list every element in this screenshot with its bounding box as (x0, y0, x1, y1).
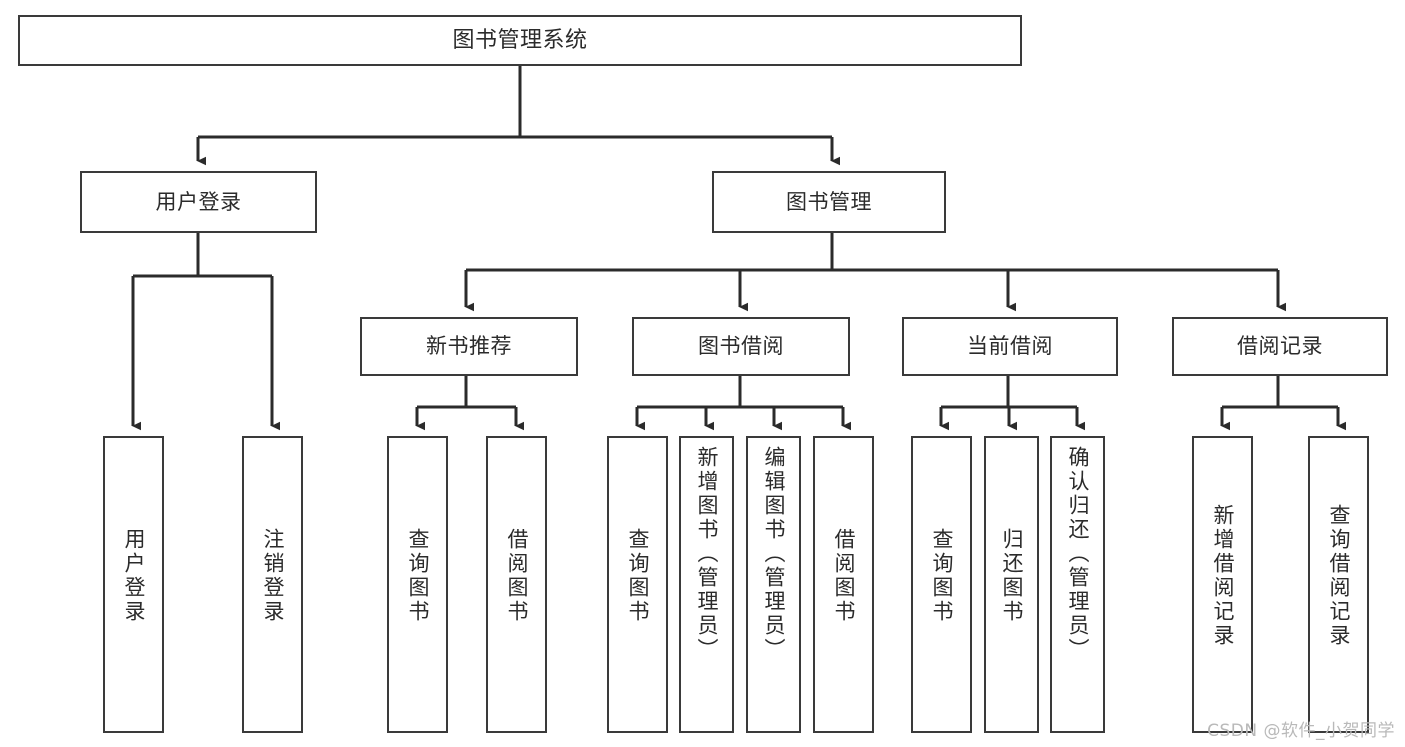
node-label: 用户登录 (122, 528, 147, 624)
leaf-user-login-signin[interactable]: 用户登录 (103, 436, 164, 733)
node-label: 图书借阅 (698, 334, 784, 359)
node-label: 用户登录 (155, 189, 242, 214)
node-label: 图书管理 (786, 189, 872, 214)
node-label: 当前借阅 (967, 334, 1053, 359)
node-label: 借阅图书 (832, 528, 857, 624)
node-label: 归还图书 (1000, 528, 1025, 624)
watermark-text: CSDN @软件_小贺同学 (1207, 721, 1395, 741)
node-new-book-recommend[interactable]: 新书推荐 (360, 317, 578, 376)
node-label: 新书推荐 (426, 334, 512, 359)
node-book-borrow[interactable]: 图书借阅 (632, 317, 850, 376)
node-current-borrow[interactable]: 当前借阅 (902, 317, 1118, 376)
leaf-borrow-record-add-record[interactable]: 新增借阅记录 (1192, 436, 1253, 733)
node-label: 查询图书 (626, 528, 651, 624)
node-book-management[interactable]: 图书管理 (712, 171, 946, 233)
node-label: 借阅图书 (505, 528, 530, 624)
node-label: 借阅记录 (1237, 334, 1323, 359)
node-label: 编辑图书（管理员） (762, 446, 787, 662)
leaf-book-borrow-add-book-admin[interactable]: 新增图书（管理员） (679, 436, 734, 733)
node-label: 图书管理系统 (452, 27, 588, 53)
leaf-user-login-signout[interactable]: 注销登录 (242, 436, 303, 733)
leaf-current-borrow-query-books[interactable]: 查询图书 (911, 436, 972, 733)
node-label: 确认归还（管理员） (1066, 446, 1091, 662)
leaf-book-borrow-edit-book-admin[interactable]: 编辑图书（管理员） (746, 436, 801, 733)
leaf-book-borrow-borrow-books[interactable]: 借阅图书 (813, 436, 874, 733)
leaf-current-borrow-confirm-return-admin[interactable]: 确认归还（管理员） (1050, 436, 1105, 733)
node-borrow-record[interactable]: 借阅记录 (1172, 317, 1388, 376)
leaf-new-book-query-books[interactable]: 查询图书 (387, 436, 448, 733)
node-user-login[interactable]: 用户登录 (80, 171, 317, 233)
node-label: 注销登录 (261, 528, 286, 624)
node-label: 查询图书 (406, 528, 431, 624)
leaf-borrow-record-query-record[interactable]: 查询借阅记录 (1308, 436, 1369, 733)
node-label: 查询借阅记录 (1327, 504, 1352, 648)
leaf-new-book-borrow-books[interactable]: 借阅图书 (486, 436, 547, 733)
leaf-book-borrow-query-books[interactable]: 查询图书 (607, 436, 668, 733)
node-root-book-management-system[interactable]: 图书管理系统 (18, 15, 1022, 66)
node-label: 新增借阅记录 (1211, 504, 1236, 648)
leaf-current-borrow-return-books[interactable]: 归还图书 (984, 436, 1039, 733)
node-label: 新增图书（管理员） (695, 446, 720, 662)
node-label: 查询图书 (930, 528, 955, 624)
